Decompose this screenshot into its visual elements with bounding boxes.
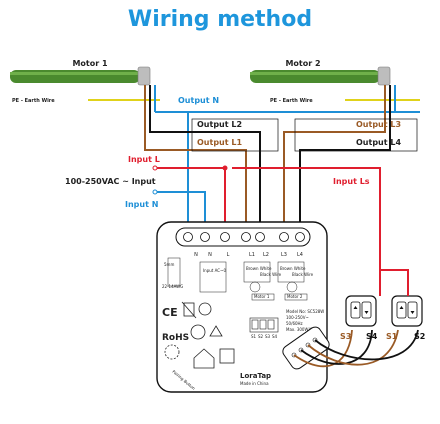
input-n-label: Input N: [125, 200, 158, 209]
motor-1-label: Motor 1: [72, 59, 108, 68]
model-line-2: 100-250V~: [286, 315, 309, 320]
device-schematic: [167, 257, 308, 301]
output-l3-wire: [283, 85, 386, 250]
wire-a-label: Brown White: [246, 266, 272, 271]
output-l1-wire: [144, 85, 247, 250]
input-n-terminal: [152, 189, 158, 195]
square-icon: [219, 348, 235, 364]
switch-s2-label: S2: [414, 332, 425, 341]
motor-1-icon: [10, 66, 151, 86]
input-ls-branch: [380, 269, 409, 290]
mini-terminal-s3: S3: [265, 334, 271, 339]
input-ac-label: Input AC~0: [203, 268, 226, 273]
motor-2-label: Motor 2: [285, 59, 320, 68]
brand-label: LoraTap: [240, 372, 271, 380]
terminal-l2-label: L2: [263, 252, 269, 258]
mini-switch-terminals: [249, 317, 279, 333]
wire-c-label: Brown White: [280, 266, 306, 271]
terminal-screws: [183, 232, 305, 242]
switch-wires: [293, 329, 419, 368]
switch-s4-label: S4: [366, 332, 378, 341]
model-line-4: Max. 300W/Gang: [286, 327, 321, 332]
pairing-button[interactable]: [164, 344, 180, 360]
made-in-label: Made in China: [240, 381, 269, 386]
terminal-l-label: L: [227, 252, 230, 258]
motor-a-label: Motor 1: [254, 294, 270, 299]
output-l2-label: Output L2: [197, 120, 242, 129]
switch-s1-label: S1: [386, 332, 398, 341]
switch-s3-label: S3: [340, 332, 351, 341]
ce-mark: CE: [162, 306, 178, 319]
switch-right[interactable]: [391, 295, 423, 327]
strip-length-label: 5mm: [164, 262, 174, 267]
output-l1-label: Output L1: [197, 138, 242, 147]
output-n-label: Output N: [178, 96, 219, 105]
supply-label: 100-250VAC ~ Input: [65, 177, 156, 186]
motor-b-label: Motor 2: [287, 294, 303, 299]
terminal-n2-label: N: [208, 252, 212, 258]
terminal-l3-label: L3: [281, 252, 287, 258]
output-l3-l4-box: [294, 118, 418, 152]
terminal-l1-label: L1: [249, 252, 255, 258]
output-l4-label: Output L4: [356, 138, 401, 147]
input-l-label: Input L: [128, 155, 160, 164]
mini-terminal-s2: S2: [258, 334, 264, 339]
switch-left[interactable]: [345, 295, 377, 327]
output-l1-l2-box: [191, 118, 279, 152]
awg-label: 22-14AWG: [162, 284, 183, 289]
model-line-1: Model No: SC528W: [286, 309, 324, 314]
model-line-3: 50/60Hz: [286, 321, 303, 326]
cert-icons: [181, 301, 223, 340]
output-l2-wire: [149, 85, 261, 250]
home-icon: [193, 348, 215, 369]
motor-2-icon: [250, 66, 391, 86]
diagram-title: Wiring method: [128, 7, 312, 32]
terminal-l4-label: L4: [297, 252, 303, 258]
output-l4-wire: [299, 85, 391, 250]
terminal-n1-label: N: [194, 252, 198, 258]
rohs-mark: RoHS: [162, 333, 189, 343]
mini-terminal-s1: S1: [251, 334, 257, 339]
wire-d-label: Black Wire: [292, 272, 314, 277]
earth-wire-right-label: PE - Earth Wire: [270, 98, 313, 104]
input-l-terminal: [152, 165, 158, 171]
input-ls-wire: [232, 167, 381, 290]
wire-b-label: Black Wire: [260, 272, 282, 277]
input-ls-label: Input Ls: [333, 177, 370, 186]
mini-terminal-s4: S4: [272, 334, 278, 339]
earth-wire-left-label: PE - Earth Wire: [12, 98, 55, 104]
junction-dot: [222, 165, 228, 171]
output-l3-label: Output L3: [356, 120, 401, 129]
